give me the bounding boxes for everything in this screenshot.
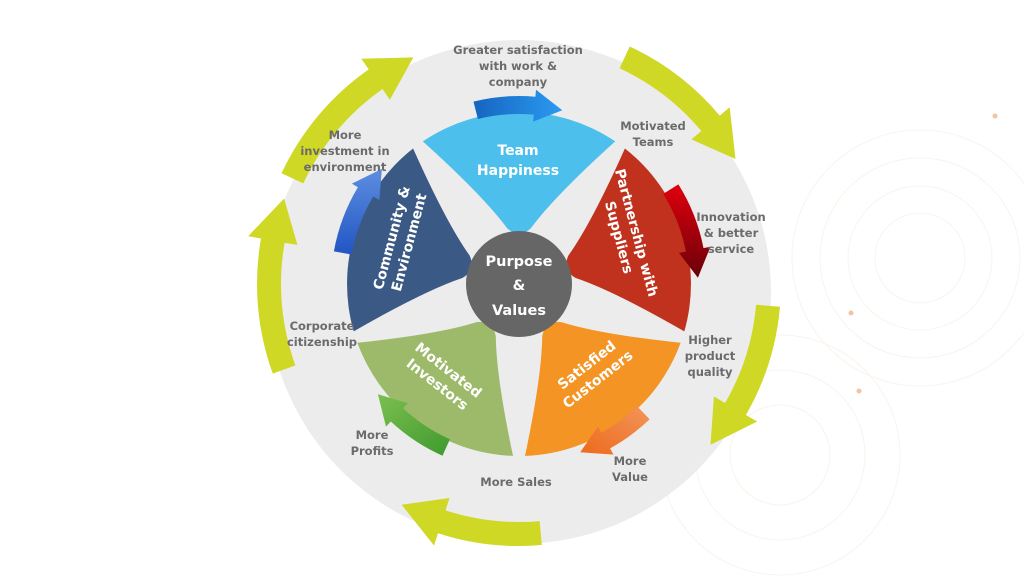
label-greater-satisfaction: Greater satisfaction with work & company: [453, 43, 583, 89]
label-line: company: [489, 75, 548, 89]
label-line: Innovation: [696, 210, 765, 224]
arrow-satisfied-customers: [580, 406, 650, 455]
decor-dots: [848, 113, 998, 394]
label-line: Greater satisfaction: [453, 43, 583, 57]
label-line: Motivated: [620, 119, 686, 133]
label-line: with work &: [479, 59, 557, 73]
label-more-sales: More Sales: [480, 475, 552, 489]
label-line: product: [685, 349, 736, 363]
label-line: Corporate: [290, 319, 355, 333]
arrow-partnership-suppliers: [663, 184, 711, 278]
label-line: service: [708, 242, 755, 256]
outer-arrow-top-right: [619, 46, 736, 159]
label-line: environment: [304, 160, 387, 174]
decor-ring: [791, 129, 1024, 387]
label-line: Value: [612, 470, 648, 484]
center-circle: [466, 231, 572, 337]
label-corporate-citizenship: Corporate citizenship: [287, 319, 357, 349]
segment-partnership-suppliers: [566, 148, 691, 332]
center-hub: Purpose & Values: [466, 231, 572, 337]
segment-label-line: Team: [497, 143, 538, 159]
segment-satisfied-customers: [525, 321, 681, 456]
label-more-investment: More investment in environment: [300, 128, 389, 174]
center-label-line: Purpose: [486, 254, 553, 270]
label-higher-quality: Higher product quality: [685, 333, 736, 379]
outer-arrow-left: [248, 198, 298, 374]
label-line: quality: [687, 365, 733, 379]
decor-ring: [874, 212, 966, 304]
decor-ring: [729, 404, 831, 506]
outer-arrow-right: [710, 304, 780, 445]
segment-label-line: Happiness: [477, 163, 559, 179]
arrow-community-environment: [333, 168, 382, 255]
label-line: Higher: [688, 333, 732, 347]
outer-arrow-bottom: [401, 498, 542, 547]
decor-ring: [819, 157, 1021, 359]
label-line: Profits: [351, 444, 394, 458]
segment-motivated-investors: [357, 321, 513, 456]
outer-arrow-top-left: [281, 57, 414, 184]
center-label-line: &: [513, 278, 526, 294]
label-line: More: [329, 128, 362, 142]
label-line: citizenship: [287, 335, 357, 349]
inner-arrows: [333, 89, 711, 456]
label-motivated-teams: Motivated Teams: [620, 119, 686, 149]
decor-dot: [848, 310, 854, 316]
decor-dot: [856, 388, 862, 394]
label-line: More Sales: [480, 475, 552, 489]
segment-team-happiness: [422, 111, 616, 234]
label-line: Teams: [633, 135, 674, 149]
label-line: More: [356, 428, 389, 442]
label-innovation: Innovation & better service: [696, 210, 765, 256]
label-line: More: [614, 454, 647, 468]
label-line: & better: [704, 226, 759, 240]
arrow-motivated-investors: [377, 394, 450, 456]
decor-dot: [992, 113, 998, 119]
label-more-value: More Value: [612, 454, 648, 484]
outer-arrows: [248, 46, 780, 547]
label-more-profits: More Profits: [351, 428, 394, 458]
label-line: investment in: [300, 144, 389, 158]
center-label-line: Values: [492, 303, 546, 319]
decor-ring: [847, 185, 993, 331]
arrow-team-happiness: [473, 89, 563, 122]
segment-label-team-happiness: Team Happiness: [477, 143, 559, 179]
